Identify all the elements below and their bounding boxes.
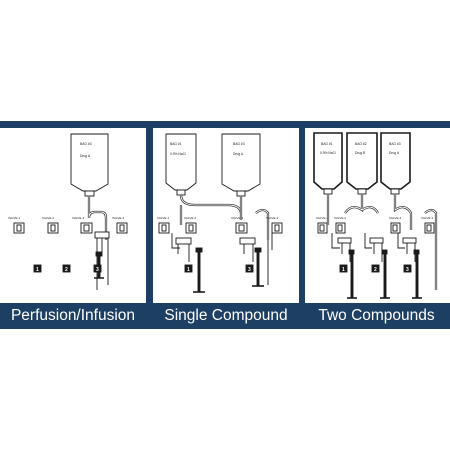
syringe-icon — [347, 249, 357, 299]
bag-icon — [165, 133, 197, 196]
syringe-icon — [193, 247, 205, 293]
caption-single-compound: Single Compound — [164, 307, 288, 324]
number-badge: 1 — [36, 267, 39, 273]
valve-label: VALVE 2 — [42, 216, 54, 220]
number-badge: 3 — [406, 267, 409, 273]
valve-1-icon — [13, 222, 25, 234]
bag-icon — [380, 132, 411, 195]
valve-2-icon — [185, 222, 197, 234]
bag-drug: Drug A — [233, 152, 244, 156]
valve-2-icon — [335, 222, 346, 234]
number-badge: 3 — [248, 267, 251, 273]
number-badge: 2 — [374, 267, 377, 273]
number-badge: 1 — [342, 267, 345, 273]
bag-label: BAG #1 — [321, 142, 333, 146]
bag-icon — [346, 132, 378, 195]
valve-3-icon — [235, 222, 248, 234]
valve-label: VALVE 1 — [316, 216, 328, 220]
caption-two-compounds: Two Compounds — [318, 307, 435, 324]
panel-2-drawing — [158, 133, 283, 293]
bag-icon — [221, 133, 261, 197]
valve-label: VALVE 2 — [334, 216, 346, 220]
valve-2-icon — [47, 222, 59, 234]
bag-label: BAG #1 — [170, 142, 182, 146]
valve-3-icon — [390, 222, 401, 234]
valve-1-icon — [317, 222, 328, 234]
number-badge: 1 — [187, 267, 190, 273]
caption-perfusion-infusion: Perfusion/Infusion — [10, 307, 136, 324]
valve-label: VALVE 4 — [421, 216, 433, 220]
number-badge: 3 — [96, 267, 99, 273]
panel-1-drawing — [13, 133, 128, 290]
panel-3-drawing — [313, 132, 438, 299]
bag-label: BAG #3 — [80, 142, 92, 146]
valve-label: VALVE 4 — [112, 216, 124, 220]
bag-label: BAG #2 — [355, 142, 367, 146]
bag-icon — [313, 132, 343, 195]
bag-drug: Drug A — [80, 154, 91, 158]
syringe-icon — [380, 249, 390, 299]
bag-drug: Drug A — [389, 151, 400, 155]
bag-label: BAG #3 — [233, 142, 245, 146]
number-badge: 2 — [65, 267, 68, 273]
valve-3-icon — [80, 222, 93, 234]
valve-4-icon — [424, 222, 435, 234]
valve-label: VALVE 1 — [8, 216, 20, 220]
valve-label: VALVE 3 — [389, 216, 401, 220]
valve-1-icon — [158, 222, 170, 234]
valve-label: VALVE 3 — [72, 216, 84, 220]
syringe-icon — [252, 247, 264, 287]
bag-drug: Drug B — [355, 151, 366, 155]
valve-4-icon — [116, 222, 128, 234]
valve-label: VALVE 3 — [231, 216, 243, 220]
valve-4-icon — [271, 222, 283, 234]
valve-label: VALVE 2 — [184, 216, 196, 220]
syringe-icon — [412, 249, 422, 299]
valve-label: VALVE 1 — [157, 216, 169, 220]
bag-icon — [70, 133, 109, 197]
bag-drug: 0.9% NaCl — [320, 151, 336, 155]
valve-label: VALVE 4 — [266, 216, 278, 220]
bag-drug: 0.9% NaCl — [170, 152, 186, 156]
bag-label: BAG #3 — [389, 142, 401, 146]
